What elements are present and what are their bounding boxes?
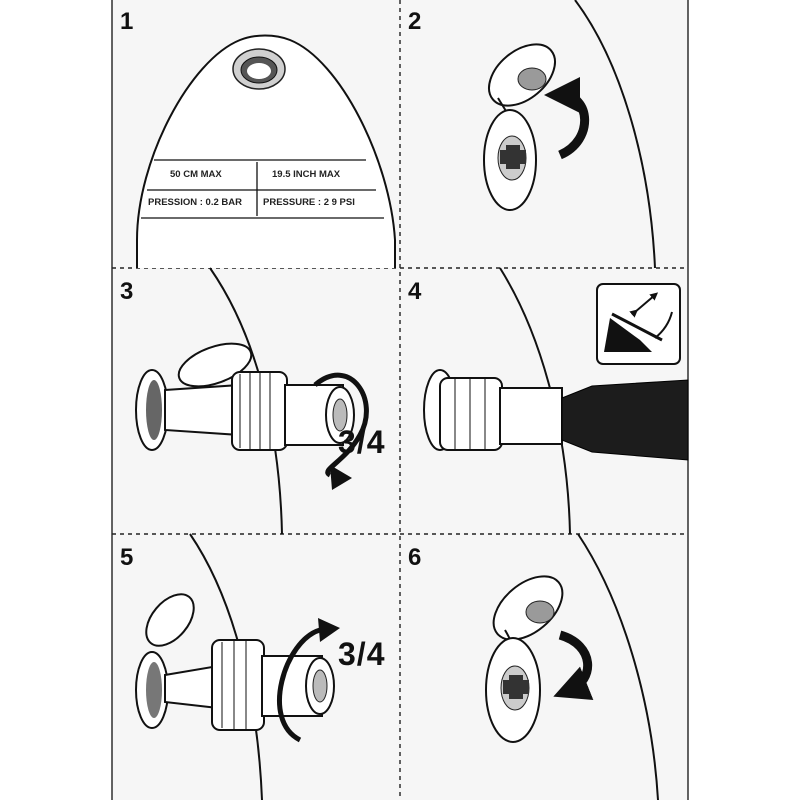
fender-label-box: [141, 159, 384, 219]
panel-1-fender: [136, 34, 396, 268]
arrow-clockwise-icon: [553, 630, 594, 700]
panel-2-open-cap: [483, 0, 656, 269]
valve-icon: [483, 43, 556, 211]
panel-3-attach-adapter: [135, 267, 369, 535]
fender-size-inch: 19.5 INCH MAX: [272, 169, 341, 180]
pump-icon: [596, 283, 681, 365]
turn-amount-step5: 3/4: [338, 636, 386, 672]
adapter-gear: [231, 371, 288, 451]
step-number-1: 1: [120, 8, 134, 35]
arrow-counterclockwise-icon: [277, 627, 321, 743]
fender-eyelet: [232, 48, 286, 90]
turn-amount-step3: 3/4: [338, 424, 386, 460]
fender-pressure: PRESSURE : 2 9 PSI: [263, 197, 355, 208]
panel-5-remove-adapter: [135, 533, 340, 801]
step-number-6: 6: [408, 544, 422, 571]
hose-icon: [561, 379, 689, 461]
fender-pression: PRESSION : 0.2 BAR: [148, 197, 242, 208]
fender-size-cm: 50 CM MAX: [170, 169, 222, 180]
step-number-3: 3: [120, 278, 134, 305]
step-number-4: 4: [408, 278, 422, 305]
step-number-5: 5: [120, 544, 134, 571]
arrow-clockwise-icon: [544, 77, 590, 160]
panel-6-close-cap: [485, 533, 659, 801]
step-number-2: 2: [408, 8, 422, 35]
panel-4-connect-pump: [423, 267, 689, 535]
